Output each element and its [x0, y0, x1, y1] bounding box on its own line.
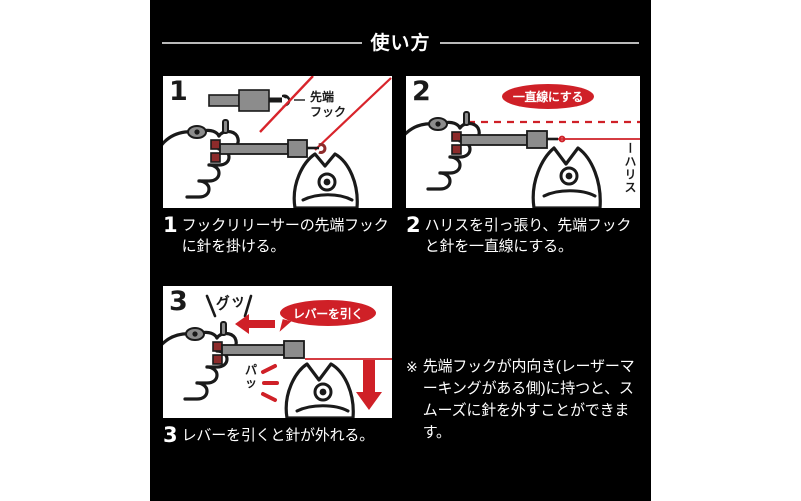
grip-sfx-strokes: [205, 294, 253, 318]
step-1-illustration: [163, 76, 392, 208]
tip-hook-label-line2: フック: [310, 105, 347, 119]
hand-2: [406, 120, 481, 196]
section-title: 使い方: [162, 28, 640, 58]
pop-sfx-marks: [261, 364, 279, 402]
pull-lever-bubble-text: レバーを引く: [292, 306, 364, 321]
hand-1: [163, 128, 240, 199]
tip-hook-label-line1: 先端: [310, 90, 335, 104]
pop-sound-effect: パ ッ: [245, 364, 257, 390]
harisu-side-label: ーハリス: [623, 142, 637, 194]
pop-sound-effect-line1: パ: [245, 363, 258, 377]
section-title-text: 使い方: [370, 32, 431, 54]
step-2-caption-text: ハリスを引っ張り、先端フックと針を一直線にする。: [424, 217, 632, 255]
straight-line-badge: 一直線にする: [502, 84, 594, 109]
step-2-figure-number: 2: [412, 76, 431, 107]
step-3-figure-number: 3: [169, 286, 188, 317]
step-3-illustration: [163, 294, 392, 418]
pull-lever-bubble: レバーを引く: [280, 300, 376, 326]
tool-in-hand-1: [210, 139, 327, 163]
step-2-caption: 2 ハリスを引っ張り、先端フックと針を一直線にする。: [406, 215, 640, 257]
step-1-caption-number: 1: [163, 213, 178, 237]
tool-in-hand-2: [451, 130, 558, 155]
tool-in-hand-3: [212, 340, 305, 365]
tool-inset-1: [208, 89, 291, 112]
step-2-figure: 一直線にする ーハリス 2: [406, 76, 640, 208]
pop-sound-effect-line2: ッ: [245, 376, 258, 390]
note-asterisk-icon: ※: [406, 359, 418, 375]
note-block: ※ 先端フックが内向き(レーザーマーキングがある側)に持つと、スムーズに針を外す…: [406, 356, 640, 444]
step-3-figure: グッ パ ッ レバーを引く 3: [163, 286, 392, 418]
step-2-cell: 一直線にする ーハリス 2 2 ハリスを引っ張り、先端フックと針を一直線にする。: [406, 76, 640, 257]
step-3-cell: グッ パ ッ レバーを引く 3 3 レバーを引くと針が外れる。: [163, 286, 392, 446]
tip-hook-label: 先端 フック: [310, 90, 346, 120]
step-2-caption-number: 2: [406, 213, 421, 237]
step-3-caption: 3 レバーを引くと針が外れる。: [163, 425, 392, 446]
note-text: 先端フックが内向き(レーザーマーキングがある側)に持つと、スムーズに針を外すこと…: [422, 358, 635, 441]
step-1-figure: 先端 フック 1: [163, 76, 392, 208]
instruction-board: 使い方: [150, 0, 651, 501]
step-3-caption-number: 3: [163, 423, 178, 447]
pull-arrow: [235, 314, 275, 334]
step-2-illustration: [406, 111, 640, 208]
title-rule-left: [162, 42, 362, 44]
step-1-cell: 先端 フック 1 1 フックリリーサーの先端フックに針を掛ける。: [163, 76, 392, 257]
step-1-figure-number: 1: [169, 76, 188, 107]
step-3-caption-text: レバーを引くと針が外れる。: [181, 427, 375, 444]
straight-line-badge-text: 一直線にする: [512, 90, 584, 104]
step-1-caption-text: フックリリーサーの先端フックに針を掛ける。: [181, 217, 389, 255]
title-rule-right: [439, 42, 640, 44]
drop-arrow: [356, 360, 382, 410]
step-1-caption: 1 フックリリーサーの先端フックに針を掛ける。: [163, 215, 392, 257]
